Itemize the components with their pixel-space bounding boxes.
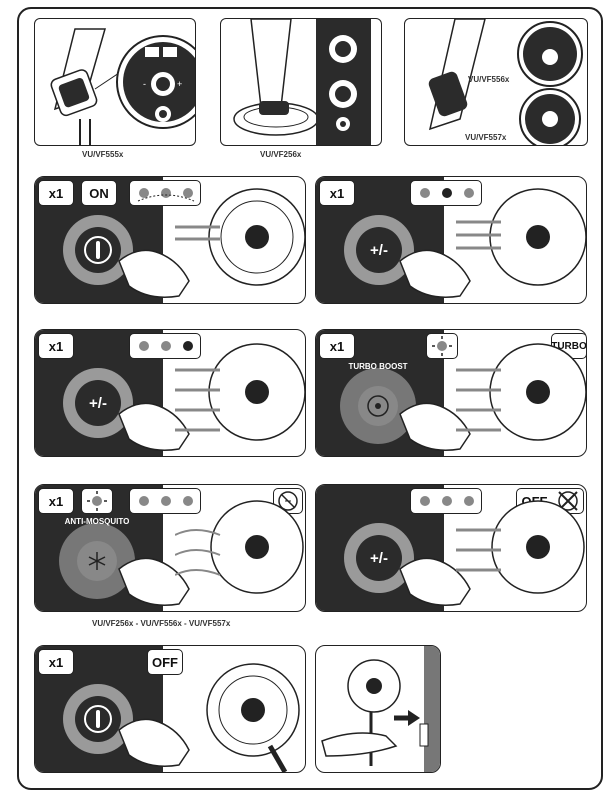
vf555-illustration: - +: [50, 28, 195, 145]
hand-icon: [399, 402, 471, 451]
vf256-illustration: [233, 19, 371, 145]
mosquito-icon: [88, 552, 106, 570]
step-speed-max: x1 +/-: [34, 329, 306, 457]
fan-icon: [367, 395, 389, 417]
sun-icon-badge: [81, 488, 113, 514]
step-anti-mosquito: x1 ANTI-MOSQUITO: [34, 484, 306, 612]
press-count-badge: x1: [319, 333, 355, 359]
model-vf555-panel: - +: [34, 18, 196, 146]
hand-icon: [399, 249, 471, 298]
sun-icon: [87, 491, 107, 511]
page-frame: [17, 7, 603, 790]
model-vf556-vf557-panel: VU/VF556x VU/VF557x: [404, 18, 588, 146]
anti-mosquito-models-caption: VU/VF256x - VU/VF556x - VU/VF557x: [92, 619, 231, 628]
fan-icon: [175, 188, 305, 286]
hand-icon: [118, 557, 190, 606]
speed-mode-strip: [410, 180, 482, 206]
press-count-badge: x1: [38, 488, 74, 514]
power-icon: [84, 236, 112, 264]
step-speed-up: x1 +/-: [315, 176, 587, 304]
state-off-badge: OFF: [147, 649, 183, 675]
speed-indicator-icon: [420, 188, 474, 198]
step-turbo: x1 TURBO TURBO BOOST: [315, 329, 587, 457]
speed-indicator-icon: [139, 496, 193, 506]
vf556-label: VU/VF556x: [468, 75, 510, 84]
speed-mode-strip: [129, 180, 201, 206]
fan-icon: [175, 343, 305, 441]
sun-icon: [432, 336, 452, 356]
hand-icon: [399, 557, 471, 606]
mosquito-icon: [278, 491, 298, 511]
power-button[interactable]: [63, 215, 133, 285]
svg-text:+: +: [177, 79, 182, 89]
vf555-caption: VU/VF555x: [82, 150, 124, 159]
fan-icon: [175, 500, 304, 594]
speed-button-label: +/-: [356, 227, 402, 273]
anti-mosquito-label: ANTI-MOSQUITO: [64, 517, 130, 526]
press-count-badge: x1: [319, 180, 355, 206]
model-vf256-panel: [220, 18, 382, 146]
step-unplug: [315, 645, 441, 773]
turbo-boost-label: TURBO BOOST: [348, 362, 408, 371]
mode-off-badge: OFF: [516, 488, 584, 514]
vf557-label: VU/VF557x: [465, 133, 507, 142]
step-mode-off: OFF +/-: [315, 484, 587, 612]
press-count-badge: x1: [38, 649, 74, 675]
press-count-badge: x1: [38, 180, 74, 206]
sun-icon-badge: [426, 333, 458, 359]
vf256-caption: VU/VF256x: [260, 150, 302, 159]
hand-icon: [118, 249, 190, 298]
speed-mode-strip: [410, 488, 482, 514]
plug-icon: [416, 724, 417, 725]
turbo-boost-button[interactable]: [340, 368, 416, 444]
press-count-badge: x1: [38, 333, 74, 359]
speed-indicator-icon: [139, 341, 193, 351]
vf556-vf557-illustration: [428, 19, 583, 145]
speed-indicator-icon: [137, 188, 195, 202]
state-on-badge: ON: [81, 180, 117, 206]
speed-mode-strip: [129, 488, 201, 514]
speed-button-label: +/-: [356, 535, 402, 581]
step-power-on: x1 ON: [34, 176, 306, 304]
power-icon: [84, 705, 112, 733]
power-button[interactable]: [63, 684, 133, 754]
step-power-off: x1 OFF: [34, 645, 306, 773]
speed-indicator-icon: [420, 496, 474, 506]
speed-button[interactable]: +/-: [63, 368, 133, 438]
fan-icon: [456, 343, 586, 441]
hand-icon: [118, 718, 190, 767]
anti-mosquito-button[interactable]: [59, 523, 135, 599]
fan-icon: [456, 500, 585, 594]
fan-icon: [456, 188, 586, 286]
svg-text:-: -: [143, 79, 146, 89]
hand-icon: [118, 402, 190, 451]
speed-mode-strip: [129, 333, 201, 359]
speed-button[interactable]: +/-: [344, 215, 414, 285]
speed-button[interactable]: +/-: [344, 523, 414, 593]
unplug-illustration: [321, 646, 440, 772]
speed-button-label: +/-: [75, 380, 121, 426]
fan-icon: [206, 663, 300, 772]
